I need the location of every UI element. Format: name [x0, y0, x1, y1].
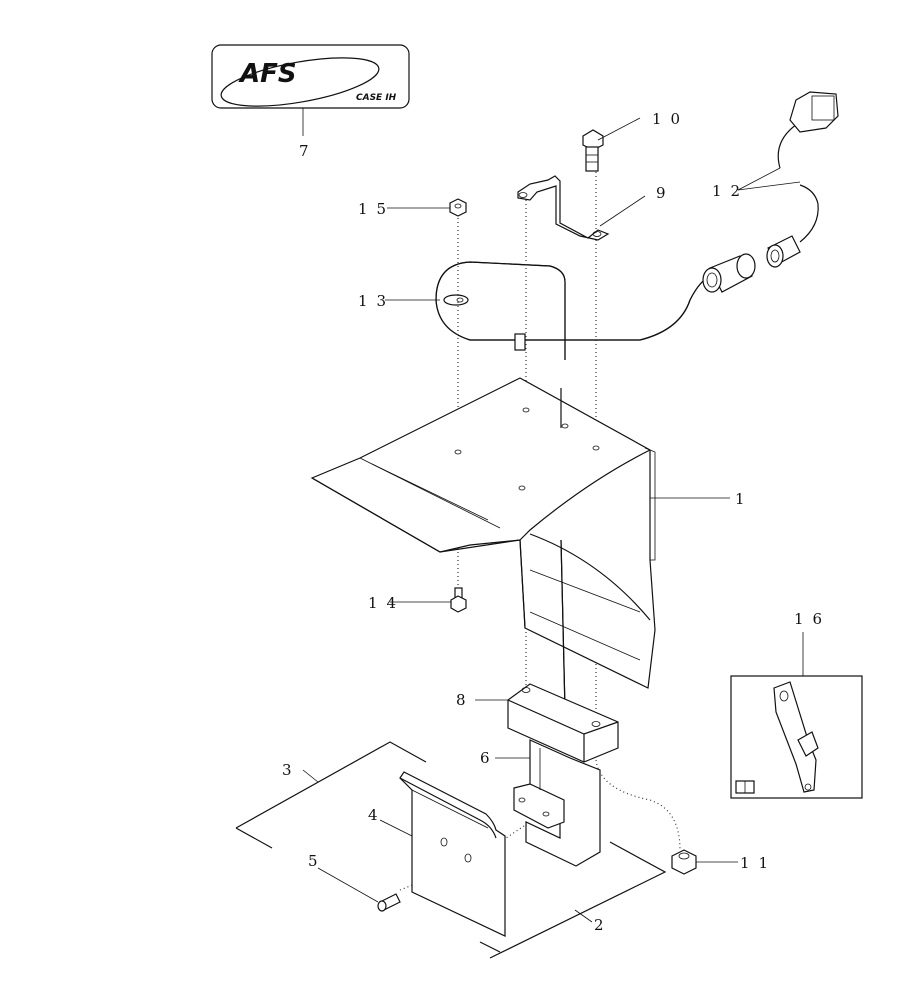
nut-part-11 [671, 849, 738, 875]
bracket-part-9 [517, 175, 646, 241]
callout-4: 4 [368, 806, 387, 824]
afs-decal: AFS CASE IH [211, 44, 410, 136]
callout-3: 3 [282, 761, 301, 779]
logo-case-text: CASE IH [356, 93, 397, 103]
callout-14: 14 [368, 594, 405, 612]
mounting-plate-part-1 [310, 377, 730, 711]
base-plate-part-2 [479, 841, 667, 959]
callout-12: 12 [712, 182, 749, 200]
screw-part-14 [390, 587, 467, 613]
screw-part-5 [317, 867, 401, 912]
bracket-plate-part-4 [379, 771, 506, 937]
harness-part-13 [385, 91, 839, 360]
callout-16: 16 [794, 610, 831, 628]
detail-inset-part-16 [730, 632, 863, 799]
callout-10: 10 [652, 110, 689, 128]
nut-part-15 [387, 198, 467, 217]
callout-8: 8 [456, 691, 475, 709]
callout-7: 7 [299, 142, 318, 160]
shim-plate-part-3 [235, 741, 427, 849]
callout-2: 2 [594, 916, 613, 934]
callout-5: 5 [308, 852, 327, 870]
logo-afs-text: AFS [238, 59, 297, 89]
block-part-8 [475, 683, 619, 763]
bolt-part-10 [582, 117, 641, 172]
callout-15: 15 [358, 200, 395, 218]
callout-9: 9 [656, 184, 675, 202]
callout-11: 11 [740, 854, 777, 872]
callout-1: 1 [735, 490, 754, 508]
callout-6: 6 [480, 749, 499, 767]
callout-13: 13 [358, 292, 395, 310]
support-part-6 [495, 739, 601, 867]
